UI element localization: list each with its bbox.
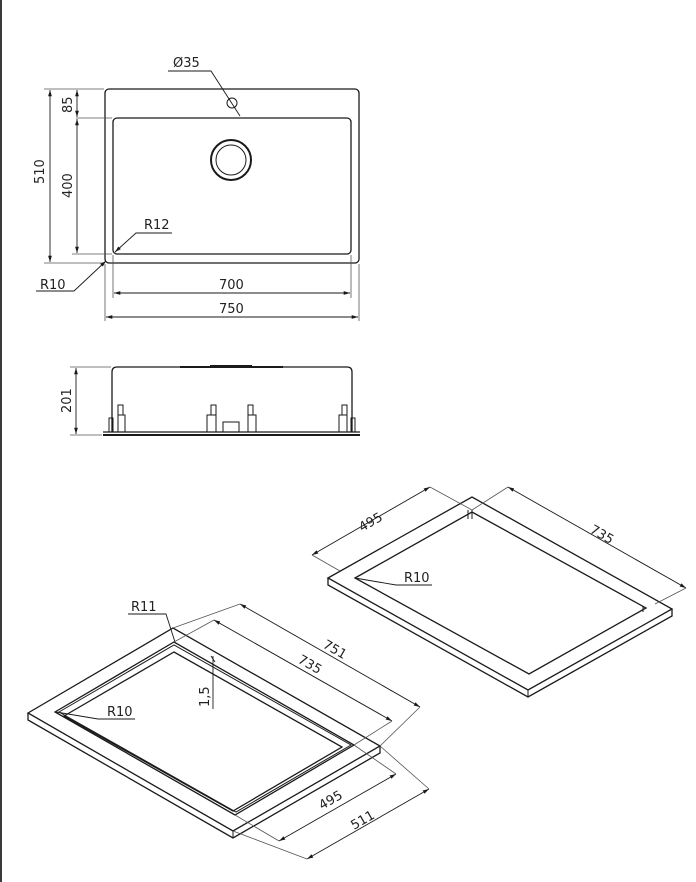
tap-hole-leader — [168, 70, 241, 117]
dim-right-735 — [507, 486, 687, 589]
r10-right-leader — [354, 577, 432, 586]
r10-leader — [36, 260, 107, 292]
label-751: 751 — [320, 637, 349, 662]
iso-frame-left: R11 R10 1,5 751 735 495 — [26, 600, 430, 860]
r10-left-leader — [55, 711, 135, 720]
label-750: 750 — [219, 302, 244, 317]
drain-icon — [210, 139, 252, 181]
dim-left-495 — [278, 773, 397, 842]
label-left-495: 495 — [317, 788, 346, 813]
bowl-outline — [112, 117, 352, 255]
label-510: 510 — [33, 159, 48, 184]
label-right-495: 495 — [357, 510, 386, 535]
iso-frame-right: 495 735 R10 — [311, 486, 687, 698]
dim-right-495 — [311, 486, 431, 556]
side-view: 201 — [60, 365, 360, 436]
tap-hole — [226, 97, 238, 109]
dim-left-735 — [213, 619, 393, 722]
mounting-clips — [108, 404, 356, 433]
label-r10: R10 — [40, 278, 66, 293]
label-400: 400 — [61, 173, 76, 198]
label-r12: R12 — [144, 218, 170, 233]
label-201: 201 — [60, 388, 75, 413]
label-r11: R11 — [131, 600, 157, 615]
dim-511 — [306, 788, 430, 860]
label-85: 85 — [61, 96, 76, 113]
r11-leader — [128, 613, 176, 643]
sink-outer-outline — [104, 88, 360, 264]
label-right-r10: R10 — [404, 571, 430, 586]
label-thickness: 1,5 — [198, 686, 213, 707]
top-view: Ø35 510 85 400 R12 R10 700 — [33, 56, 360, 321]
label-left-r10: R10 — [107, 705, 133, 720]
r12-leader — [114, 232, 172, 253]
frame-right-inner-opening — [353, 511, 648, 675]
label-511: 511 — [349, 808, 378, 833]
label-700: 700 — [219, 278, 244, 293]
sheet-left-border — [0, 0, 2, 882]
tap-hole-label: Ø35 — [173, 56, 200, 71]
label-right-735: 735 — [587, 522, 616, 547]
frame-left-inner-opening — [62, 651, 344, 812]
